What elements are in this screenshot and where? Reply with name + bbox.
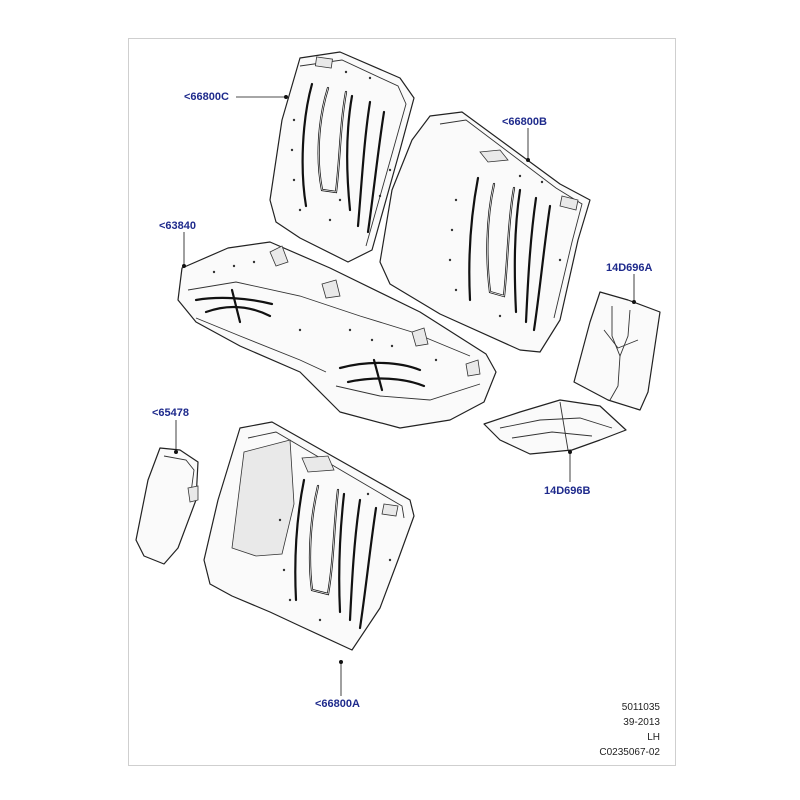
seat-cushion-part: [177, 241, 497, 429]
callout-66800a: <66800A: [315, 698, 360, 710]
side-indicator: LH: [647, 732, 660, 743]
callout-14d696b: 14D696B: [544, 485, 591, 497]
callout-66800c: <66800C: [184, 91, 229, 103]
heater-mat-cushion-part: [483, 399, 627, 455]
leader-lines: [174, 95, 636, 696]
backrest-rh-part: [379, 111, 591, 353]
callout-66800b: <66800B: [502, 116, 547, 128]
backrest-center-part: [203, 421, 415, 651]
heater-mat-back-part: [573, 291, 661, 411]
armrest-part: [135, 447, 199, 565]
ref-number: 5011035: [621, 702, 660, 713]
callout-65478: <65478: [152, 407, 190, 419]
callout-63840: <63840: [159, 220, 197, 232]
callout-14d696a: 14D696A: [606, 262, 653, 274]
date-code: 39-2013: [623, 717, 660, 728]
drawing-id: C0235067-02: [599, 747, 660, 758]
backrest-lh-part: [269, 51, 415, 263]
